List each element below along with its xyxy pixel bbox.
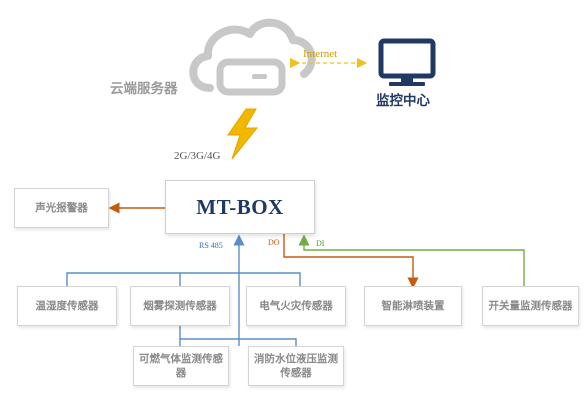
gas-sensor-node: 可燃气体监测传感器 [133, 346, 229, 386]
mt-box-hub: MT-BOX [165, 180, 315, 234]
rs485-port-label: RS 485 [199, 241, 223, 250]
do-link-line [283, 234, 419, 289]
switch-sensor-node: 开关量监测传感器 [482, 286, 579, 326]
network-type-label: 2G/3G/4G [174, 150, 221, 162]
sprinkler-node: 智能淋喷装置 [364, 286, 462, 326]
water-pressure-sensor-node: 消防水位液压监测传感器 [248, 346, 344, 386]
di-port-label: DI [316, 239, 325, 248]
alarm-node: 声光报警器 [14, 188, 109, 228]
do-port-label: DO [268, 238, 280, 247]
di-link-line [298, 234, 525, 286]
cloud-server-icon [189, 18, 316, 96]
internet-label: Internet [303, 48, 338, 60]
temp-humidity-sensor-node: 温湿度传感器 [17, 286, 117, 326]
smoke-sensor-node: 烟雾探测传感器 [130, 286, 230, 326]
monitor-icon [378, 38, 436, 86]
electric-fire-sensor-node: 电气火灾传感器 [246, 286, 346, 326]
monitor-center-label: 监控中心 [376, 93, 430, 109]
cloud-server-label: 云端服务器 [110, 81, 178, 97]
rs485-bus-lines [66, 234, 301, 346]
lightning-icon [227, 108, 259, 160]
